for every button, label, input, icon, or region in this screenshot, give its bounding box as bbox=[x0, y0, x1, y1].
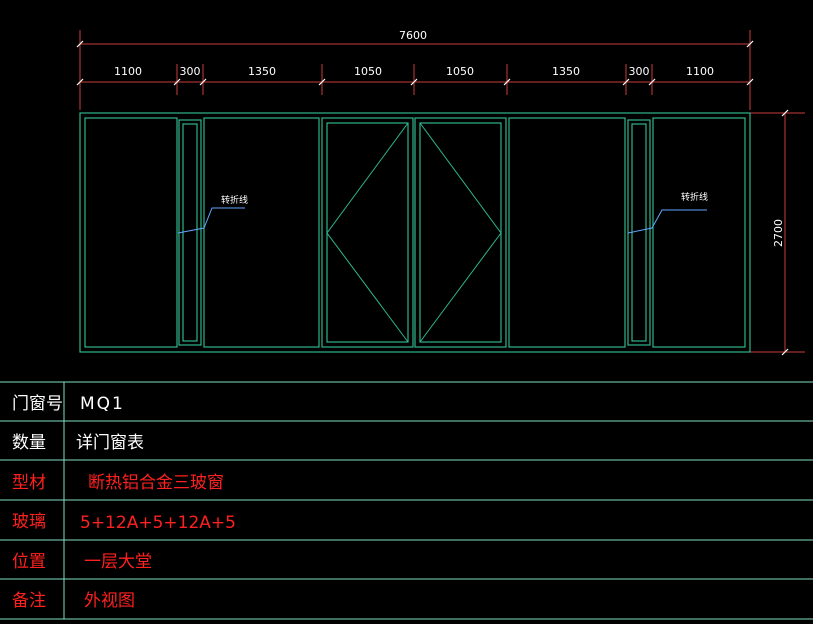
table-label-quantity: 数量 bbox=[12, 433, 46, 453]
segment-width-label: 1050 bbox=[354, 65, 382, 78]
right-annotation: 转折线 bbox=[681, 191, 708, 203]
overall-width-label: 7600 bbox=[399, 29, 427, 42]
segment-width-label: 300 bbox=[629, 65, 650, 78]
table-label-window-no: 门窗号 bbox=[12, 394, 63, 414]
segment-width-label: 300 bbox=[180, 65, 201, 78]
table-label-location: 位置 bbox=[12, 552, 46, 572]
height-label: 2700 bbox=[772, 219, 785, 247]
segment-width-label: 1100 bbox=[114, 65, 142, 78]
left-annotation: 转折线 bbox=[221, 194, 248, 206]
door-opening-lines bbox=[326, 122, 502, 343]
table-value-profile: 断热铝合金三玻窗 bbox=[88, 473, 224, 493]
window-frame bbox=[79, 112, 751, 353]
table-label-profile: 型材 bbox=[12, 473, 46, 493]
table-value-quantity: 详门窗表 bbox=[76, 433, 144, 453]
table-value-window-no: MQ1 bbox=[80, 394, 125, 414]
segment-width-label: 1100 bbox=[686, 65, 714, 78]
table-label-remark: 备注 bbox=[12, 591, 46, 611]
dimension-ticks bbox=[76, 40, 789, 356]
table-value-location: 一层大堂 bbox=[84, 552, 152, 572]
annotation-leaders bbox=[177, 207, 707, 234]
info-table-grid bbox=[0, 381, 813, 620]
table-value-remark: 外视图 bbox=[84, 591, 135, 611]
segment-width-label: 1050 bbox=[446, 65, 474, 78]
segment-width-label: 1350 bbox=[552, 65, 580, 78]
table-label-glass: 玻璃 bbox=[12, 512, 46, 532]
table-value-glass: 5+12A+5+12A+5 bbox=[80, 513, 236, 533]
segment-width-label: 1350 bbox=[248, 65, 276, 78]
dimension-lines bbox=[79, 30, 805, 353]
